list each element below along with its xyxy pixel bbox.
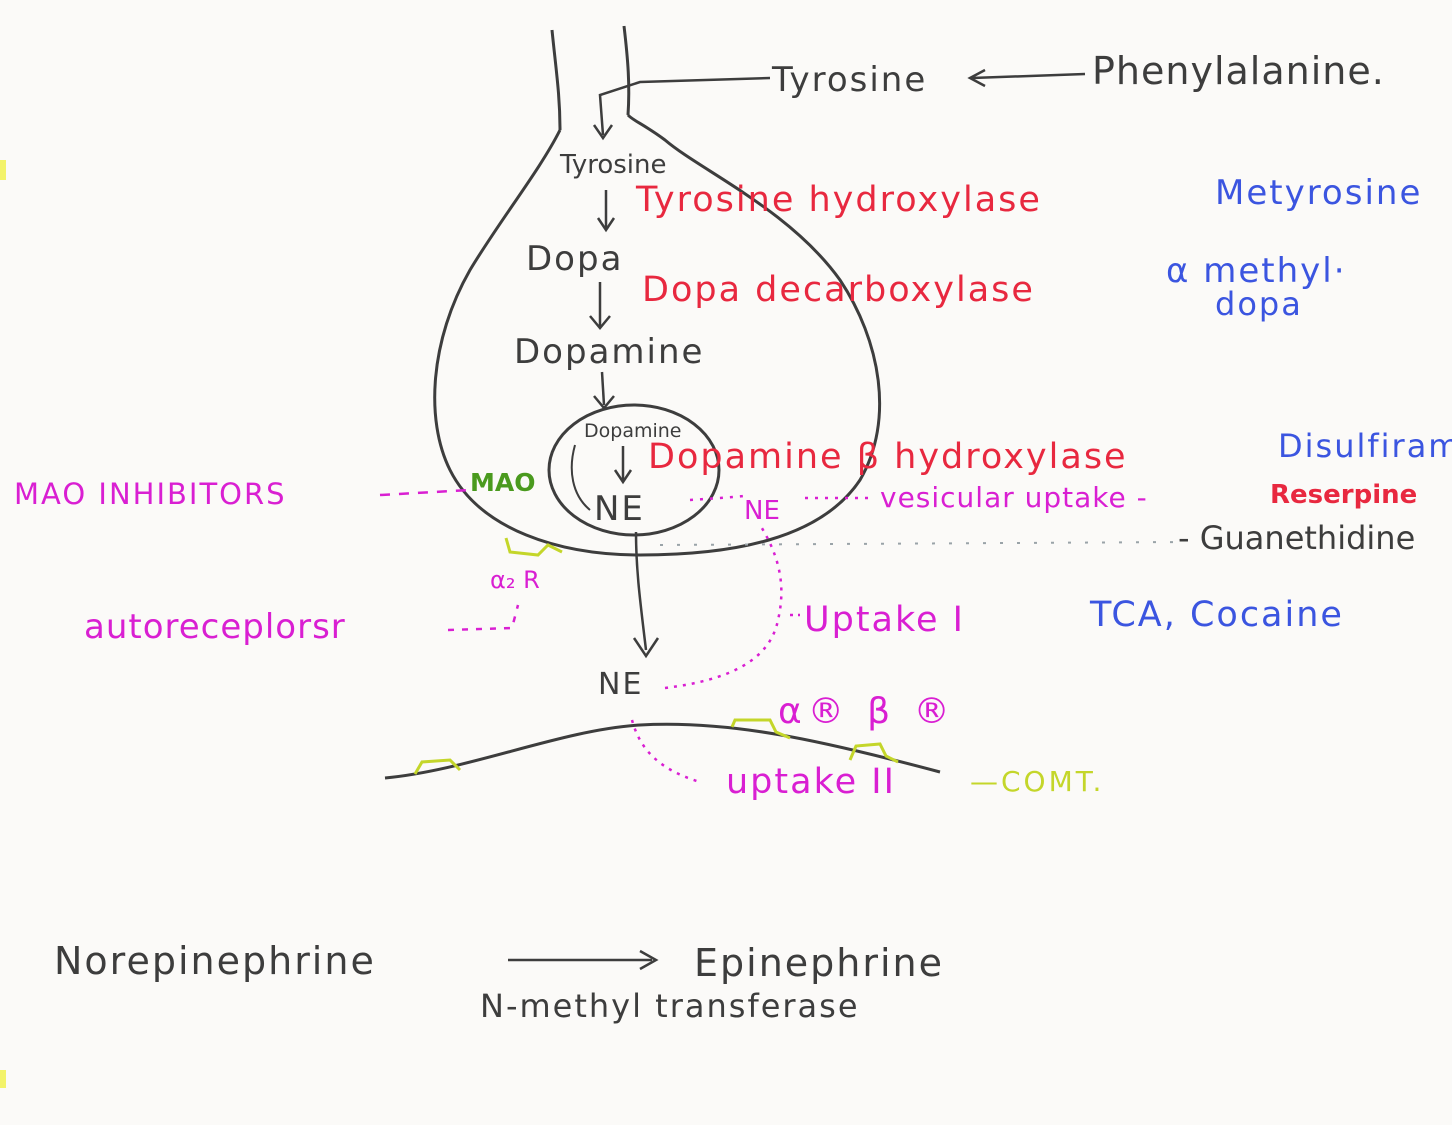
tyrosine-label-top: Tyrosine xyxy=(772,63,927,97)
tyrosine-inflow-line xyxy=(600,78,770,135)
n-methyl-transferase-label: N-methyl transferase xyxy=(480,990,860,1022)
tyrosine-hydroxylase-label: Tyrosine hydroxylase xyxy=(636,183,1042,218)
dopa-decarboxylase-label: Dopa decarboxylase xyxy=(642,273,1035,308)
alpha-beta-receptors-label: α® β ® xyxy=(778,694,956,730)
vesicular-uptake-label: vesicular uptake - xyxy=(880,484,1148,512)
metyrosine-label: Metyrosine xyxy=(1215,176,1422,210)
alpha-methyl-label: α methyl· xyxy=(1166,254,1347,288)
ne-cleft-label: NE xyxy=(598,670,643,700)
dopa-label: Dopa xyxy=(526,242,623,276)
epinephrine-label: Epinephrine xyxy=(694,944,944,982)
dopamine-label: Dopamine xyxy=(514,335,704,369)
tca-cocaine-label: TCA, Cocaine xyxy=(1090,598,1344,633)
norepinephrine-label: Norepinephrine xyxy=(54,942,376,980)
axon-left-line xyxy=(552,30,560,130)
vesicle-inner-curve xyxy=(572,445,590,510)
reserpine-label: Reserpine xyxy=(1270,482,1417,508)
alpha2-receptor-shape xyxy=(506,538,562,555)
tyrosine-inner-label: Tyrosine xyxy=(560,152,667,178)
dopa-blue-label: dopa xyxy=(1215,288,1303,320)
mao-label: MAO xyxy=(470,470,535,495)
mao-inhibitors-label: MAO INHIBITORS xyxy=(14,480,287,509)
dopamine-beta-hydroxylase-label: Dopamine β hydroxylase xyxy=(648,440,1128,475)
ne-right-label: NE xyxy=(744,498,780,524)
disulfiram-label: Disulfiram xyxy=(1278,430,1452,462)
uptake-2-dotted-path xyxy=(632,720,700,782)
autoreceptor-dashed-line xyxy=(448,605,518,630)
release-arrow-line xyxy=(636,532,646,650)
comt-label: —COMT. xyxy=(970,768,1104,796)
postsynaptic-receptor-beta xyxy=(850,744,898,762)
edge-tint-mark xyxy=(0,160,6,180)
dopamine-into-vesicle-arrow-line xyxy=(602,372,604,405)
guanethidine-dotted-line xyxy=(660,542,1185,545)
mao-inhibitors-dashed-line xyxy=(380,490,470,495)
axon-right-line xyxy=(624,26,629,115)
autoreceptors-label: autoreceplorsr xyxy=(84,610,346,644)
uptake-1-label: Uptake I xyxy=(804,603,965,638)
phenylalanine-label: Phenylalanine. xyxy=(1092,52,1385,90)
edge-tint-mark xyxy=(0,1070,6,1088)
ne-vesicle-label: NE xyxy=(594,492,645,526)
uptake-2-label: uptake II xyxy=(726,765,896,800)
guanethidine-label: - Guanethidine xyxy=(1178,522,1415,554)
alpha2-receptor-label: α₂ R xyxy=(490,568,540,592)
phe-to-tyr-arrow-line xyxy=(972,74,1085,78)
